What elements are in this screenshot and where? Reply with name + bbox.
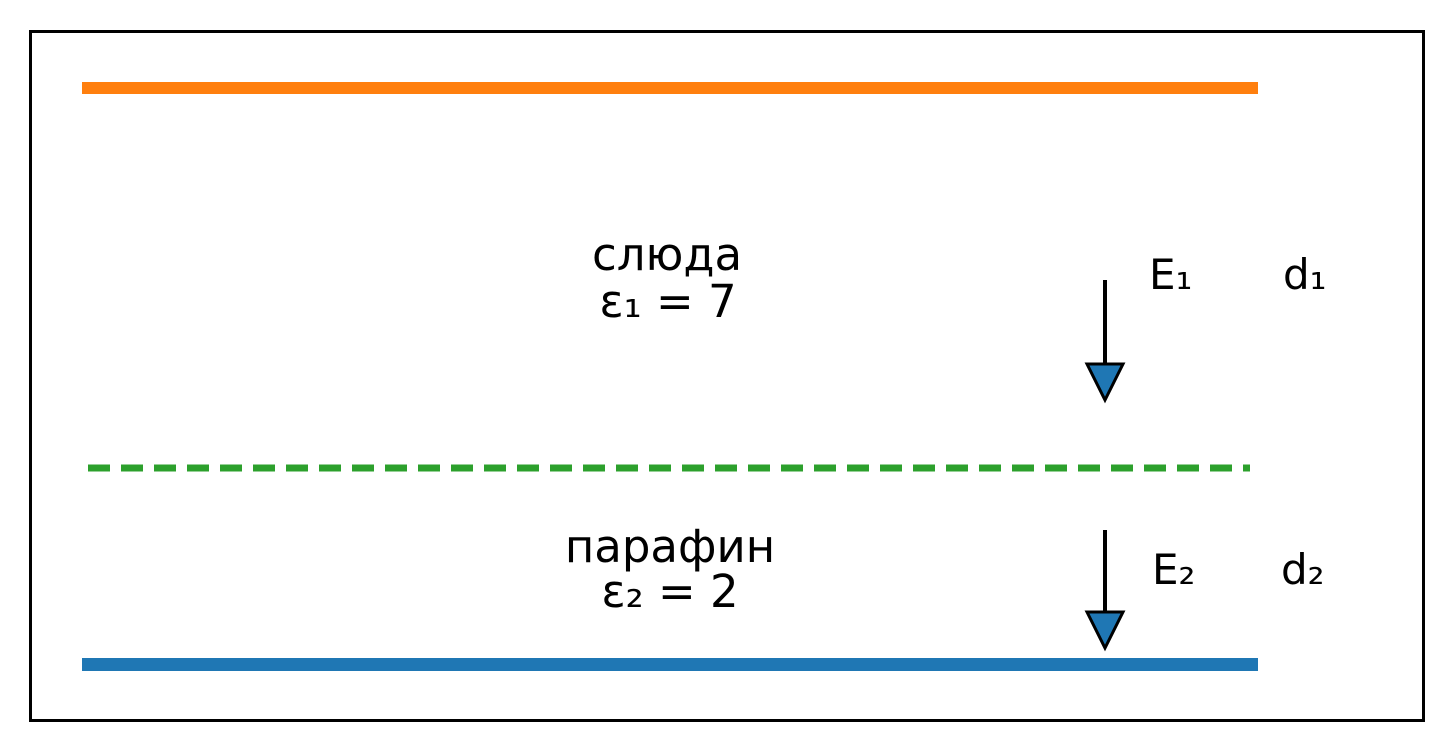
figure-border: [29, 30, 1425, 722]
bottom-capacitor-plate: [82, 658, 1258, 671]
field-arrow-e2-head-icon: [1084, 610, 1126, 652]
layer1-material-name: слюда: [591, 228, 743, 281]
thickness-label-d1: d₁: [1283, 250, 1327, 299]
field-arrow-e1-head-icon: [1084, 362, 1126, 404]
layer1-permittivity-value: ε₁ = 7: [599, 275, 737, 328]
top-capacitor-plate: [82, 82, 1258, 94]
field-label-e1: E₁: [1149, 250, 1193, 299]
layer2-material-name: парафин: [564, 520, 776, 573]
layer2-permittivity-value: ε₂ = 2: [601, 565, 739, 618]
field-label-e2: E₂: [1152, 545, 1196, 594]
thickness-label-d2: d₂: [1281, 545, 1325, 594]
